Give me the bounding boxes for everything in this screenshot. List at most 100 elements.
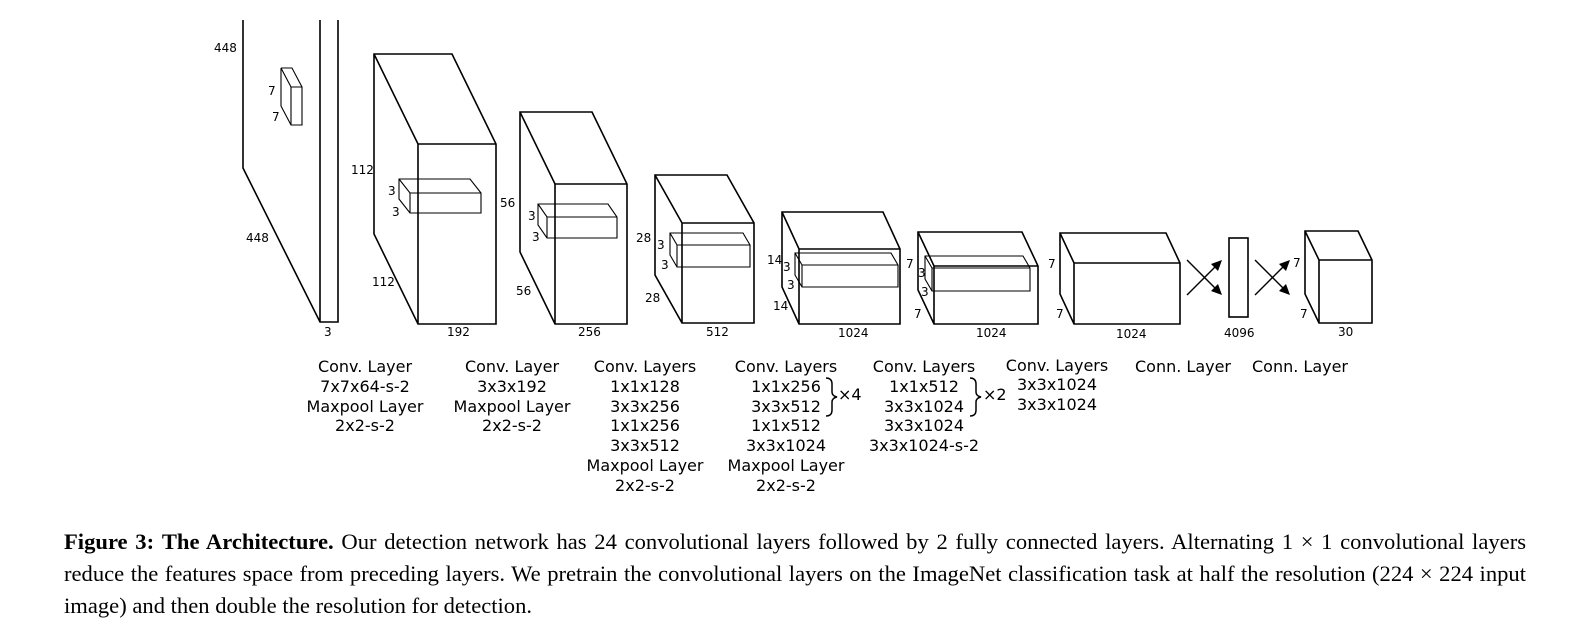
- svg-text:1x1x256: 1x1x256: [751, 377, 821, 396]
- svg-text:Conv. Layer: Conv. Layer: [318, 357, 413, 376]
- block-2-volume: 56 56 256 3 3: [500, 111, 628, 339]
- block-3-kernel-label-1: 3: [657, 238, 665, 252]
- block-2-channels-label: 256: [578, 325, 601, 339]
- block-4-kernel-label-1: 3: [783, 260, 791, 274]
- svg-text:Conn. Layer: Conn. Layer: [1252, 357, 1348, 376]
- block-3-height-label: 28: [636, 231, 651, 245]
- repeat-x4-label: ×4: [838, 385, 862, 404]
- svg-text:2x2-s-2: 2x2-s-2: [335, 416, 395, 435]
- figure-title: The Architecture.: [161, 529, 334, 554]
- input-volume: 448 448 3 7 7: [214, 20, 339, 339]
- figure-caption: Figure 3: The Architecture. Our detectio…: [64, 526, 1526, 622]
- fc-4096-vector: 4096: [1224, 237, 1255, 340]
- layer-label-4: Conv. Layers 1x1x256 3x3x512 1x1x512 3x3…: [728, 357, 862, 495]
- svg-text:Conv. Layer: Conv. Layer: [465, 357, 560, 376]
- svg-text:3x3x512: 3x3x512: [610, 436, 680, 455]
- block-3-channels-label: 512: [706, 325, 729, 339]
- block-1-kernel-label-2: 3: [392, 205, 400, 219]
- fc-connection-arrows-2: [1254, 259, 1290, 296]
- block-1-width-label: 112: [372, 275, 395, 289]
- svg-text:Maxpool Layer: Maxpool Layer: [307, 397, 424, 416]
- fc-connection-arrows-1: [1186, 259, 1222, 296]
- caption-text: Our detection network has 24 convolution…: [64, 529, 1527, 618]
- block-1-channels-label: 192: [447, 325, 470, 339]
- svg-text:Conv. Layers: Conv. Layers: [1006, 356, 1108, 375]
- block-1-kernel-label-1: 3: [388, 184, 396, 198]
- figure-label: Figure 3:: [64, 529, 155, 554]
- block-5-kernel-label-1: 3: [918, 266, 926, 280]
- svg-text:1x1x128: 1x1x128: [610, 377, 680, 396]
- layer-label-2: Conv. Layer 3x3x192 Maxpool Layer 2x2-s-…: [454, 357, 571, 435]
- svg-text:3x3x1024: 3x3x1024: [884, 416, 964, 435]
- svg-text:Maxpool Layer: Maxpool Layer: [454, 397, 571, 416]
- block-6-height-label: 7: [1048, 257, 1056, 271]
- input-width-label: 448: [246, 231, 269, 245]
- block-4-width-label: 14: [773, 299, 788, 313]
- block-5-volume: 7 7 1024 3 3: [906, 231, 1039, 340]
- input-kernel: [280, 67, 303, 126]
- fc-4096-label: 4096: [1224, 326, 1255, 340]
- layer-label-1: Conv. Layer 7x7x64-s-2 Maxpool Layer 2x2…: [307, 357, 424, 435]
- block-5-kernel-label-2: 3: [921, 285, 929, 299]
- svg-text:3x3x1024: 3x3x1024: [884, 397, 964, 416]
- output-volume: 7 7 30: [1293, 230, 1373, 339]
- input-kernel-label-2: 7: [272, 110, 280, 124]
- layer-label-3: Conv. Layers 1x1x128 3x3x256 1x1x256 3x3…: [587, 357, 704, 495]
- svg-text:3x3x512: 3x3x512: [751, 397, 821, 416]
- svg-text:3x3x1024: 3x3x1024: [1017, 375, 1097, 394]
- svg-text:2x2-s-2: 2x2-s-2: [615, 476, 675, 495]
- input-height-label: 448: [214, 41, 237, 55]
- block-5-width-label: 7: [914, 307, 922, 321]
- repeat-x2-label: ×2: [983, 385, 1007, 404]
- block-2-width-label: 56: [516, 284, 531, 298]
- svg-text:Conv. Layers: Conv. Layers: [873, 357, 975, 376]
- block-4-kernel-label-2: 3: [787, 278, 795, 292]
- block-3-volume: 28 28 512 3 3: [636, 174, 755, 339]
- block-1-kernel: [398, 178, 482, 214]
- block-1-volume: 112 112 192 3 3: [351, 53, 497, 339]
- svg-text:2x2-s-2: 2x2-s-2: [756, 476, 816, 495]
- block-6-volume: 7 7 1024: [1048, 232, 1181, 341]
- svg-text:3x3x256: 3x3x256: [610, 397, 680, 416]
- layer-label-6: Conv. Layers 3x3x1024 3x3x1024: [1006, 356, 1108, 414]
- output-height-label: 7: [1293, 256, 1301, 270]
- svg-text:Conv. Layers: Conv. Layers: [735, 357, 837, 376]
- output-channels-label: 30: [1338, 325, 1353, 339]
- block-2-kernel: [537, 203, 618, 239]
- svg-text:3x3x1024-s-2: 3x3x1024-s-2: [869, 436, 979, 455]
- svg-text:1x1x512: 1x1x512: [889, 377, 959, 396]
- block-4-channels-label: 1024: [838, 326, 869, 340]
- output-width-label: 7: [1300, 307, 1308, 321]
- block-5-height-label: 7: [906, 257, 914, 271]
- svg-text:3x3x1024: 3x3x1024: [746, 436, 826, 455]
- repeat-brace-x4: [825, 377, 838, 417]
- svg-text:3x3x1024: 3x3x1024: [1017, 395, 1097, 414]
- architecture-diagram: 448 448 3 7 7 112 112 192 3 3 56 56 256 …: [214, 20, 1373, 495]
- block-6-width-label: 7: [1056, 307, 1064, 321]
- block-4-volume: 14 14 1024 3 3: [767, 211, 901, 340]
- svg-text:7x7x64-s-2: 7x7x64-s-2: [320, 377, 410, 396]
- block-5-kernel: [924, 255, 1031, 292]
- block-1-height-label: 112: [351, 163, 374, 177]
- layer-label-5: Conv. Layers 1x1x512 3x3x1024 3x3x1024 3…: [869, 357, 1007, 455]
- block-6-channels-label: 1024: [1116, 327, 1147, 341]
- svg-text:Maxpool Layer: Maxpool Layer: [587, 456, 704, 475]
- svg-text:Conv. Layers: Conv. Layers: [594, 357, 696, 376]
- svg-text:1x1x256: 1x1x256: [610, 416, 680, 435]
- block-2-kernel-label-1: 3: [528, 209, 536, 223]
- block-4-kernel: [794, 252, 899, 288]
- input-kernel-label-1: 7: [268, 84, 276, 98]
- svg-text:Conn. Layer: Conn. Layer: [1135, 357, 1231, 376]
- block-5-channels-label: 1024: [976, 326, 1007, 340]
- svg-text:1x1x512: 1x1x512: [751, 416, 821, 435]
- block-2-height-label: 56: [500, 196, 515, 210]
- svg-text:3x3x192: 3x3x192: [477, 377, 547, 396]
- repeat-brace-x2: [969, 377, 982, 417]
- block-3-kernel: [669, 232, 751, 268]
- layer-label-8: Conn. Layer: [1252, 357, 1348, 376]
- svg-text:Maxpool Layer: Maxpool Layer: [728, 456, 845, 475]
- layer-label-7: Conn. Layer: [1135, 357, 1231, 376]
- block-3-width-label: 28: [645, 291, 660, 305]
- block-4-height-label: 14: [767, 253, 782, 267]
- block-2-kernel-label-2: 3: [532, 230, 540, 244]
